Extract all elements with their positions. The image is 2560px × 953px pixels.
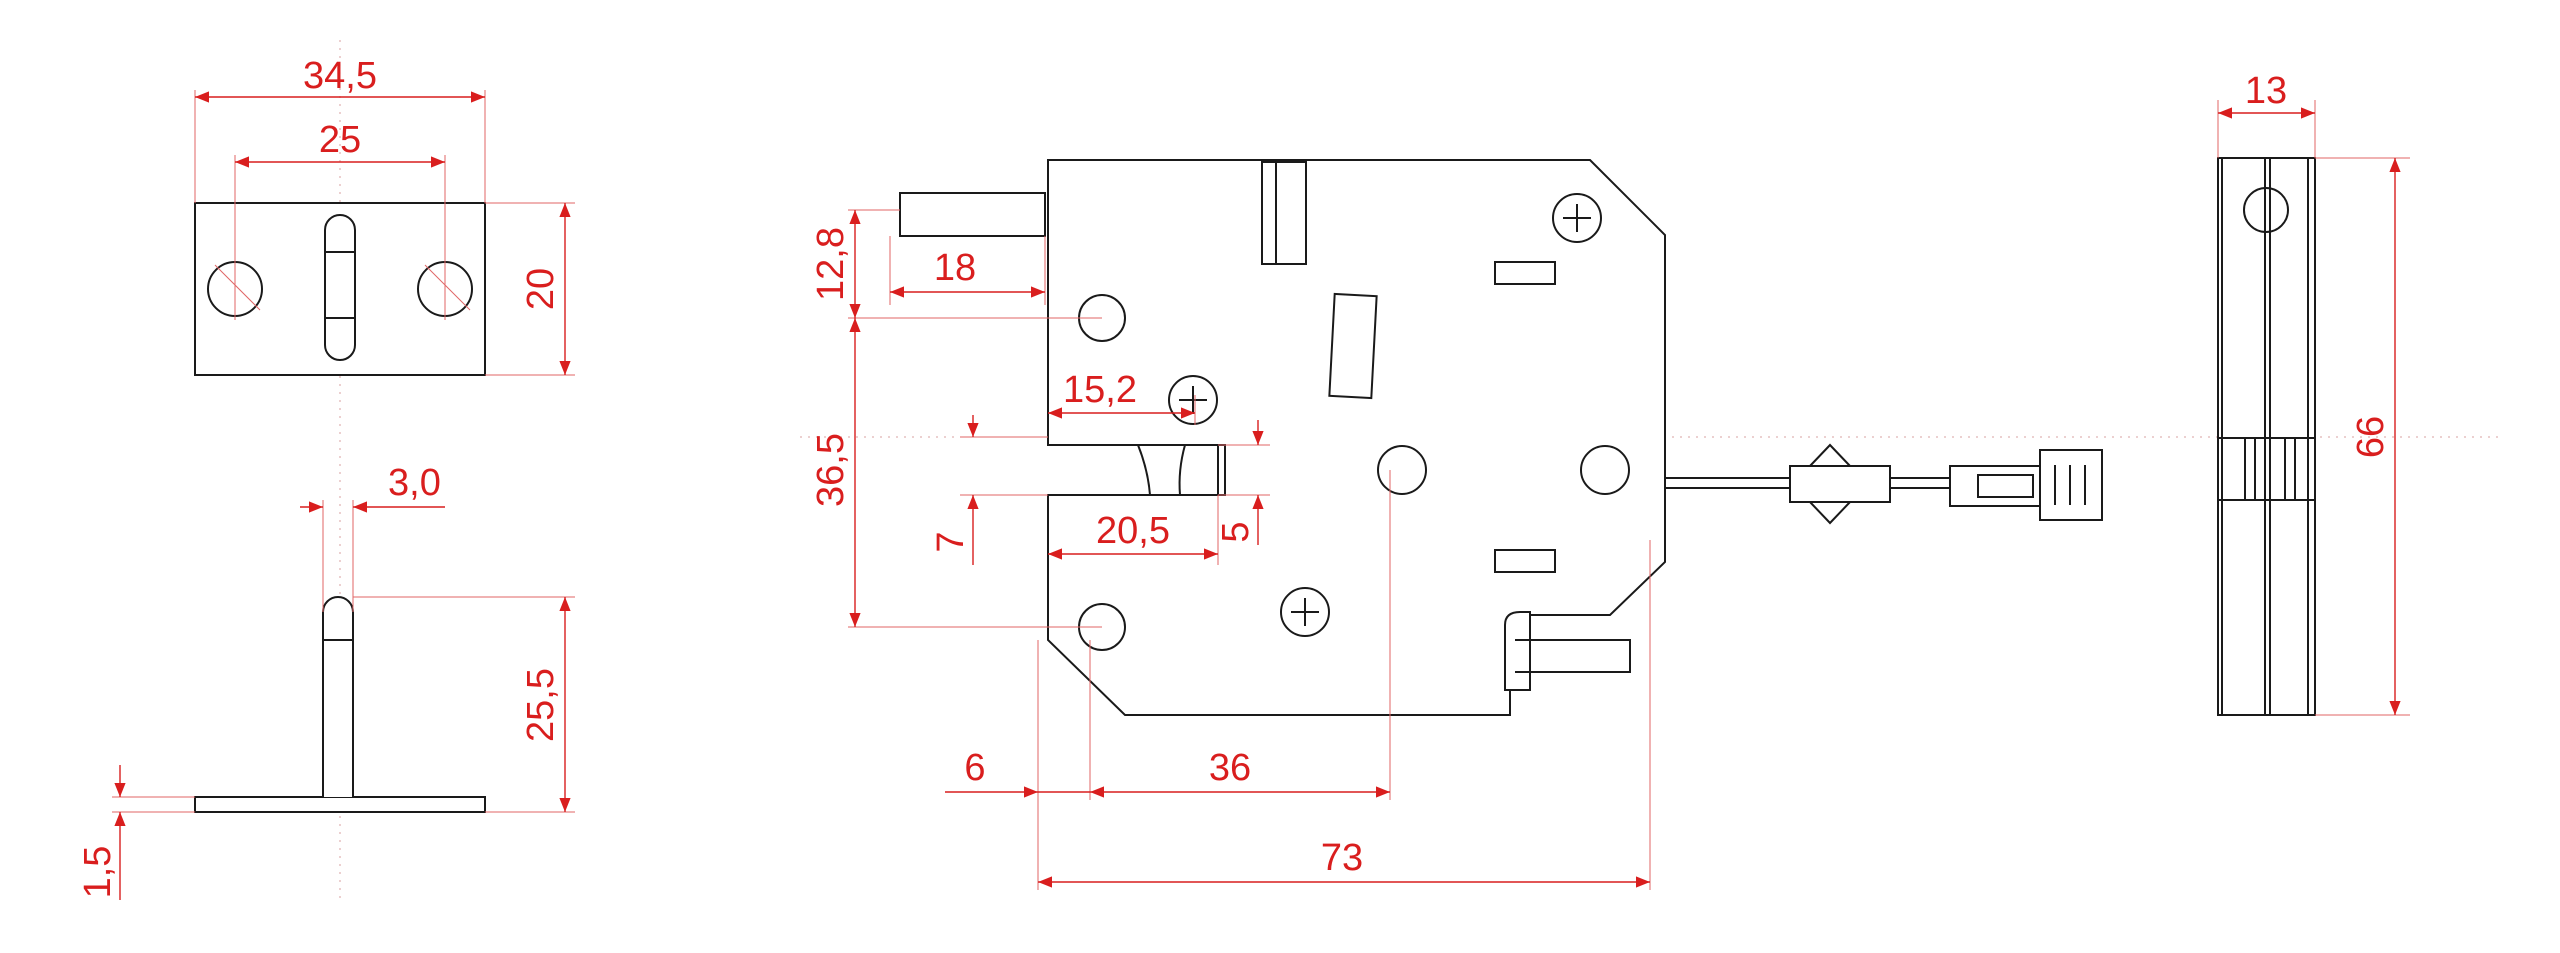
dim-edge-to-hole: 6 (964, 747, 985, 789)
screw-icon (1280, 587, 1330, 637)
dim-side-width: 13 (2245, 70, 2287, 112)
strike-plate-top-view (194, 202, 486, 376)
wire-harness (1665, 443, 2103, 525)
dim-strike-height: 20 (520, 268, 562, 310)
dimension-lines (112, 90, 2410, 900)
dim-strike-tongue-length: 25,5 (520, 668, 562, 742)
dim-slot-depth: 15,2 (1063, 369, 1137, 411)
dim-latch-gap: 7 (930, 531, 972, 552)
screw-icon (1552, 193, 1602, 243)
dim-latch-height: 5 (1215, 521, 1257, 542)
dim-hole-to-center: 36 (1209, 747, 1251, 789)
lock-body-front-view (899, 159, 1666, 716)
dim-strike-hole-spacing: 25 (319, 119, 361, 161)
dim-side-height: 66 (2350, 416, 2392, 458)
dim-hole-spacing-vertical: 36,5 (810, 433, 852, 507)
dim-bolt-length: 18 (934, 247, 976, 289)
strike-plate-side-view (194, 596, 486, 813)
dim-bolt-offset: 12,8 (810, 227, 852, 301)
dim-body-width: 73 (1321, 837, 1363, 879)
lock-body-side-view (2217, 157, 2316, 716)
dim-strike-width: 34,5 (303, 55, 377, 97)
dimension-labels: 34,5 25 20 3,0 25,5 1,5 12,8 18 36,5 15,… (77, 55, 2392, 898)
dim-strike-plate-thickness: 1,5 (77, 846, 119, 899)
dim-strike-tongue-thickness: 3,0 (388, 462, 441, 504)
dim-latch-length: 20,5 (1096, 510, 1170, 552)
